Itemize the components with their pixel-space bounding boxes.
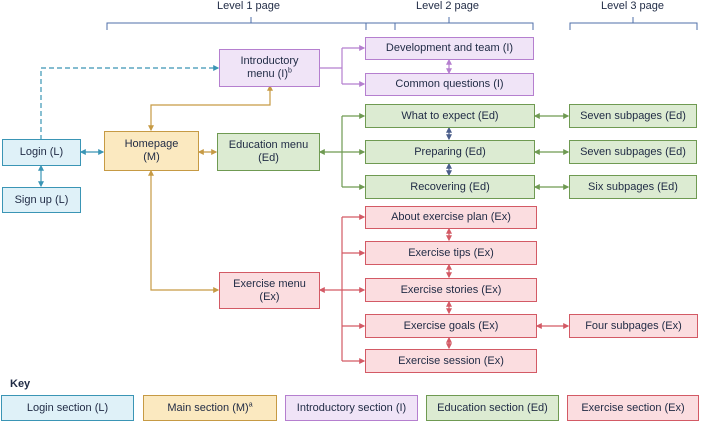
education-menu-node: Education menu (Ed) xyxy=(217,133,320,171)
seven-subpages-node-2-label: Seven subpages (Ed) xyxy=(580,145,686,158)
education-menu-node-label-line2: (Ed) xyxy=(258,152,279,164)
four-subpages-node: Four subpages (Ex) xyxy=(569,314,698,338)
common-questions-node-label: Common questions (I) xyxy=(395,78,504,90)
exercise-session-node-label: Exercise session (Ex) xyxy=(398,354,504,367)
about-exercise-plan-node: About exercise plan (Ex) xyxy=(365,206,537,229)
signup-node: Sign up (L) xyxy=(2,187,81,213)
homepage-exercise-connector xyxy=(148,169,220,293)
signup-node-label: Sign up (L) xyxy=(14,193,69,206)
level-1-label: Level 1 page xyxy=(217,0,280,12)
education-connectors xyxy=(318,113,570,190)
intro-menu-node: Introductory menu (I)b xyxy=(219,49,320,87)
homepage-node-label-line2: (M) xyxy=(143,151,160,163)
exercise-tips-node: Exercise tips (Ex) xyxy=(365,241,537,265)
key-main-footnote-mark: a xyxy=(248,400,253,408)
development-team-node: Development and team (I) xyxy=(365,37,534,60)
recovering-node: Recovering (Ed) xyxy=(365,175,535,199)
key-login-section: Login section (L) xyxy=(1,395,134,421)
homepage-node: Homepage (M) xyxy=(104,131,199,171)
exercise-connectors xyxy=(318,214,570,364)
seven-subpages-node-1: Seven subpages (Ed) xyxy=(569,104,697,128)
key-exercise-section-label: Exercise section (Ex) xyxy=(581,401,685,414)
key-main-section-label: Main section (M)a xyxy=(167,400,253,414)
preparing-node: Preparing (Ed) xyxy=(365,140,535,164)
preparing-node-label: Preparing (Ed) xyxy=(414,145,486,158)
exercise-goals-node-label: Exercise goals (Ex) xyxy=(403,319,499,332)
level-2-label: Level 2 page xyxy=(416,0,479,12)
key-education-section-label: Education section (Ed) xyxy=(437,401,548,414)
seven-subpages-node-2: Seven subpages (Ed) xyxy=(569,140,697,164)
six-subpages-node-label: Six subpages (Ed) xyxy=(588,180,678,193)
key-title: Key xyxy=(10,378,31,390)
exercise-session-node: Exercise session (Ex) xyxy=(365,349,537,373)
exercise-stories-node-label: Exercise stories (Ex) xyxy=(400,283,502,296)
six-subpages-node: Six subpages (Ed) xyxy=(569,175,697,199)
exercise-menu-node-label-line1: Exercise menu xyxy=(233,277,306,290)
exercise-stories-node: Exercise stories (Ex) xyxy=(365,278,537,302)
exercise-tips-node-label: Exercise tips (Ex) xyxy=(408,246,494,259)
education-menu-node-label-line1: Education menu xyxy=(228,139,309,151)
exercise-menu-node: Exercise menu (Ex) xyxy=(219,272,320,309)
key-intro-section-label: Introductory section (I) xyxy=(296,401,407,414)
login-node: Login (L) xyxy=(2,139,81,166)
four-subpages-node-label: Four subpages (Ex) xyxy=(585,319,682,332)
level-1-bracket xyxy=(106,17,396,30)
level-2-bracket xyxy=(365,17,534,30)
about-exercise-plan-node-label: About exercise plan (Ex) xyxy=(391,211,511,223)
login-to-intro-dashed-connector xyxy=(40,65,220,140)
level-3-bracket xyxy=(569,17,698,30)
homepage-node-label-line1: Homepage xyxy=(124,138,179,150)
exercise-goals-node: Exercise goals (Ex) xyxy=(365,314,537,338)
common-questions-node: Common questions (I) xyxy=(365,73,534,96)
seven-subpages-node-1-label: Seven subpages (Ed) xyxy=(580,109,686,122)
what-to-expect-node-label: What to expect (Ed) xyxy=(401,109,499,122)
intro-connectors xyxy=(320,45,452,87)
development-team-node-label: Development and team (I) xyxy=(385,42,514,54)
key-intro-section: Introductory section (I) xyxy=(285,395,418,421)
intro-menu-node-label-line2: menu (I)b xyxy=(247,67,292,80)
homepage-intro-connector xyxy=(148,84,273,132)
exercise-menu-node-label-line2: (Ex) xyxy=(259,290,280,303)
key-main-section: Main section (M)a xyxy=(143,395,277,421)
login-node-label: Login (L) xyxy=(19,146,64,158)
recovering-node-label: Recovering (Ed) xyxy=(410,180,490,193)
key-education-section: Education section (Ed) xyxy=(426,395,559,421)
what-to-expect-node: What to expect (Ed) xyxy=(365,104,535,128)
intro-menu-node-label-line1: Introductory xyxy=(240,55,299,67)
level-3-label: Level 3 page xyxy=(601,0,664,12)
intro-menu-footnote-mark: b xyxy=(288,67,292,75)
key-login-section-label: Login section (L) xyxy=(26,401,109,414)
key-exercise-section: Exercise section (Ex) xyxy=(567,395,699,421)
